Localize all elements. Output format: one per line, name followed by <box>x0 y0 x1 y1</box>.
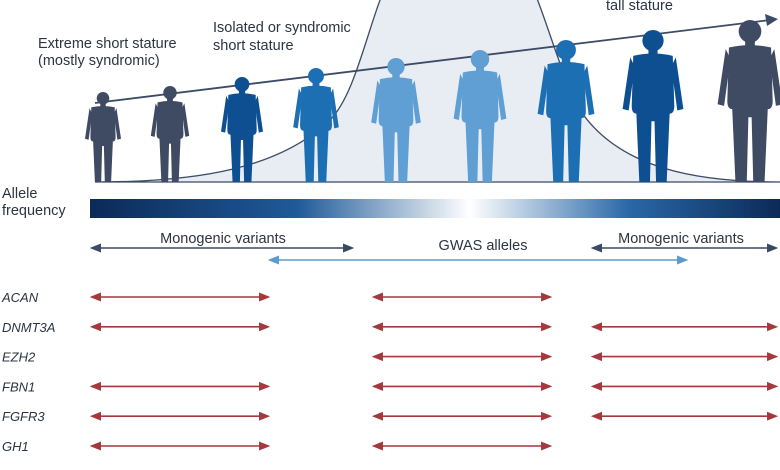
human-figure-7 <box>537 40 595 182</box>
gene-row-ezh2: EZH2 <box>2 350 779 365</box>
label-monogenic-left: Monogenic variants <box>160 231 286 247</box>
label-gwas-alleles: GWAS alleles <box>439 238 528 254</box>
human-figure-1 <box>85 92 121 182</box>
human-figure-6 <box>453 50 507 182</box>
label-monogenic-right: Monogenic variants <box>618 231 744 247</box>
human-figure-3 <box>221 77 263 182</box>
gene-row-acan: ACAN <box>1 290 553 305</box>
gene-row-gh1: GH1 <box>2 439 553 454</box>
human-figure-2 <box>150 86 190 182</box>
gene-label: DNMT3A <box>2 320 55 335</box>
gene-label: FGFR3 <box>2 409 45 424</box>
label-isolated-line2: short stature <box>213 38 294 54</box>
gene-label: GH1 <box>2 439 29 454</box>
gene-label: ACAN <box>1 290 39 305</box>
gene-label: FBN1 <box>2 379 35 394</box>
label-extreme-line2: (mostly syndromic) <box>38 53 160 69</box>
human-figure-8 <box>622 30 684 182</box>
gene-row-fbn1: FBN1 <box>2 379 779 394</box>
human-figure-4 <box>293 68 339 182</box>
label-tall-stature: tall stature <box>606 0 673 14</box>
gene-row-fgfr3: FGFR3 <box>2 409 779 424</box>
label-allele-line2: frequency <box>2 203 66 219</box>
allele-frequency-gradient-bar <box>90 199 780 218</box>
stature-trend-arrowhead <box>765 14 778 26</box>
gene-row-dnmt3a: DNMT3A <box>2 320 779 335</box>
label-isolated-line1: Isolated or syndromic <box>213 20 351 36</box>
gene-label: EZH2 <box>2 350 36 365</box>
label-allele-line1: Allele <box>2 186 37 202</box>
human-figures <box>85 20 780 182</box>
human-figure-9 <box>717 20 780 182</box>
label-extreme-line1: Extreme short stature <box>38 36 177 52</box>
human-figure-5 <box>371 58 421 182</box>
